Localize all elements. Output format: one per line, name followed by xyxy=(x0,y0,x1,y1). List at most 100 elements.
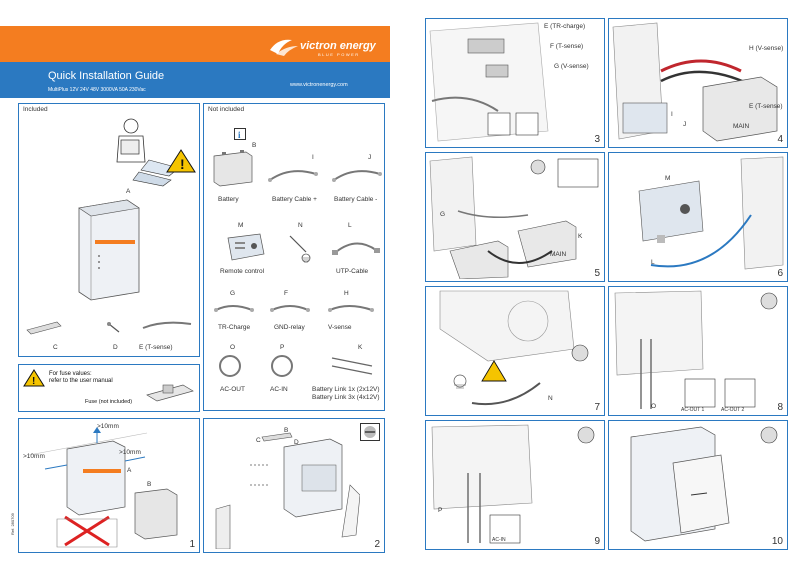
step-number: 4 xyxy=(777,134,783,145)
step-panel-1: >10mm >10mm >10mm A B 1 xyxy=(18,418,200,553)
tr-charge-label: E (TR-charge) xyxy=(544,23,586,30)
step-number: 9 xyxy=(594,536,600,547)
info-icon: i xyxy=(234,128,246,140)
label-e-tsense: E (T-sense) xyxy=(139,344,173,351)
label-o: O xyxy=(651,403,657,410)
fuse-holder-icon xyxy=(146,384,194,402)
label-a: A xyxy=(126,188,131,195)
battery-wiring-illustration xyxy=(612,22,778,142)
header-orange-band xyxy=(0,26,390,62)
remote-control-label: Remote control xyxy=(220,268,265,275)
tr-charge-label: TR-Charge xyxy=(218,324,251,331)
step-panel-9: P AC-IN 9 xyxy=(425,420,605,550)
label-c: C xyxy=(256,437,261,444)
label-b: B xyxy=(284,427,289,434)
label-j: J xyxy=(683,121,687,128)
not-included-panel: Not included i B I J Battery Battery Cab… xyxy=(203,103,385,411)
step-number: 1 xyxy=(189,539,195,550)
multiplus-unit-illustration xyxy=(78,199,140,301)
step-panel-2: B C D 2 xyxy=(203,418,385,553)
step-number: 6 xyxy=(777,268,783,279)
battery-link-illustration xyxy=(429,156,599,279)
fuse-label: Fuse (not included) xyxy=(85,399,133,405)
label-i: I xyxy=(671,111,673,118)
battery-label: Battery xyxy=(218,196,239,203)
reference-number: Ref. 280709 xyxy=(10,513,15,535)
wall-mounting-illustration xyxy=(215,432,360,549)
product-subtitle: MultiPlus 12V 24V 48V 3000VA 50A 230Vac xyxy=(48,87,146,93)
brand-tagline: BLUE POWER xyxy=(318,52,360,57)
mounting-clearance-illustration xyxy=(28,427,178,548)
label-f: F xyxy=(284,290,288,297)
battery-cable-positive-icon xyxy=(268,170,318,182)
battery-link-1-label: Battery Link 1x (2x12V) xyxy=(312,386,380,393)
t-sense-label: E (T-sense) xyxy=(749,103,783,110)
ac-out-wiring-illustration xyxy=(614,290,778,409)
clearance-right: >10mm xyxy=(119,449,141,456)
label-a: A xyxy=(127,467,132,474)
utp-cable-icon xyxy=(332,242,380,255)
label-k: K xyxy=(578,233,583,240)
v-sense-label: V-sense xyxy=(328,324,352,331)
sense-terminal-illustration xyxy=(429,22,549,142)
battery-cable-positive-label: Battery Cable + xyxy=(272,196,317,203)
label-c: C xyxy=(53,344,58,351)
included-heading: Included xyxy=(23,106,48,113)
label-h: H xyxy=(344,290,349,297)
included-accessories-illustration xyxy=(26,321,192,335)
clearance-left: >10mm xyxy=(23,453,45,460)
step-panel-4: H (V-sense) E (T-sense) I J MAIN 4 xyxy=(608,18,788,148)
label-n: N xyxy=(548,395,553,402)
svg-text:!: ! xyxy=(180,156,185,172)
utp-cable-label: UTP-Cable xyxy=(336,268,369,275)
fuse-note-line2: refer to the user manual xyxy=(49,378,113,384)
gnd-relay-label: GND-relay xyxy=(274,324,305,331)
label-b: B xyxy=(147,481,152,488)
header-blue-band xyxy=(0,62,390,98)
screwdriver-tool-icon xyxy=(360,423,380,441)
v-sense-label: H (V-sense) xyxy=(749,45,784,52)
step-number: 5 xyxy=(594,268,600,279)
ac-cables-illustration xyxy=(219,355,373,377)
page-title: Quick Installation Guide xyxy=(48,70,165,82)
step-number: 3 xyxy=(594,134,600,145)
main-battery-label: MAIN xyxy=(733,123,750,130)
svg-text:i: i xyxy=(238,130,241,140)
victron-logo-icon xyxy=(270,39,298,56)
manual-reading-illustration: ! xyxy=(116,118,196,187)
step-panel-6: M L 6 xyxy=(608,152,788,282)
label-l: L xyxy=(651,259,655,266)
label-m: M xyxy=(665,175,671,182)
label-o: O xyxy=(230,344,236,351)
website-link[interactable]: www.victronenergy.com xyxy=(290,82,348,88)
label-d: D xyxy=(294,439,299,446)
ground-connection-illustration xyxy=(439,290,589,406)
ac-out-2-label: AC-OUT 2 xyxy=(721,407,745,413)
label-b: B xyxy=(252,142,257,149)
ac-in-label: AC-IN xyxy=(270,386,288,393)
not-included-heading: Not included xyxy=(208,106,245,113)
label-l: L xyxy=(348,222,352,229)
step-panel-10: 10 xyxy=(608,420,788,550)
battery-cable-negative-label: Battery Cable - xyxy=(334,196,378,203)
cover-close-illustration xyxy=(630,426,778,542)
step-number: 8 xyxy=(777,402,783,413)
clearance-top: >10mm xyxy=(97,423,119,430)
battery-cable-negative-icon xyxy=(332,170,382,182)
ac-in-wiring-illustration xyxy=(431,424,595,544)
step-panel-3: E (TR-charge) F (T-sense) G (V-sense) 3 xyxy=(425,18,605,148)
brand-name: victron energy xyxy=(300,40,376,52)
label-d: D xyxy=(113,344,118,351)
step-panel-7: N 7 xyxy=(425,286,605,416)
remote-panel-illustration xyxy=(638,156,784,270)
label-i: I xyxy=(312,154,314,161)
main-battery-label: MAIN xyxy=(550,251,567,258)
fuse-note-line1: For fuse values: xyxy=(49,371,92,377)
ac-out-1-label: AC-OUT 1 xyxy=(681,407,705,413)
label-p: P xyxy=(438,507,443,514)
warning-icon: ! xyxy=(23,369,45,387)
svg-text:!: ! xyxy=(32,376,35,387)
step-panel-5: G K MAIN 5 xyxy=(425,152,605,282)
battery-icon xyxy=(213,150,253,187)
included-panel: Included ! A C D E (T-sense) xyxy=(18,103,200,357)
